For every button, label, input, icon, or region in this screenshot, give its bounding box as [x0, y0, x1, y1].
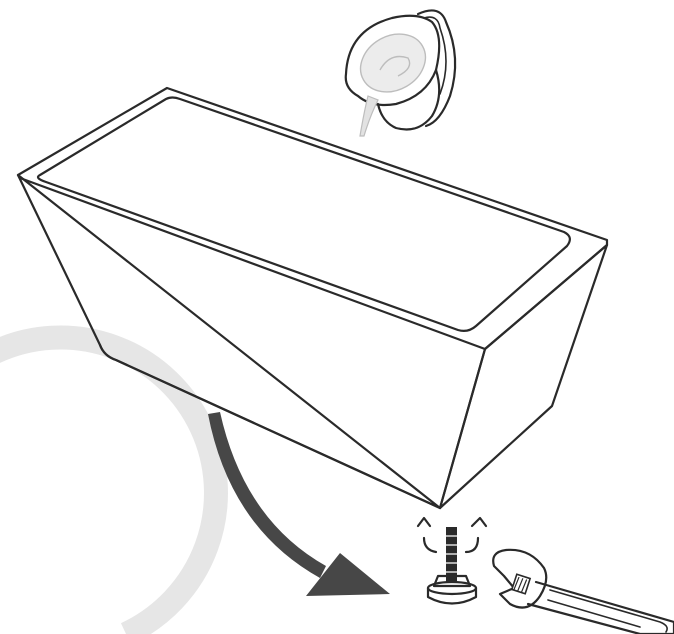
threaded-rod: [446, 527, 457, 583]
pitcher-handle: [416, 9, 457, 128]
bathtub-basin: [36, 96, 571, 332]
foot-base-top: [426, 580, 478, 596]
pitcher-water: [359, 33, 427, 93]
leveling-foot: [416, 516, 488, 605]
bathtub-bottom-edge: [98, 343, 442, 510]
wrench-head: [492, 548, 548, 609]
curved-arrow: [208, 412, 390, 596]
pitcher-water-swirl: [379, 55, 411, 77]
wrench-icon: [492, 548, 674, 634]
bathtub-corner-edge: [438, 347, 487, 510]
bathtub-rim: [16, 86, 609, 351]
background-arc: [0, 325, 228, 634]
curved-arrow-shaft: [208, 412, 326, 578]
bathtub: [16, 86, 609, 510]
foot-base-side: [426, 586, 478, 605]
pitcher-body: [376, 68, 441, 131]
wrench-handle: [526, 580, 674, 634]
curved-arrow-head: [306, 553, 390, 596]
pitcher-icon: [344, 9, 457, 137]
rotate-arrows-icon: [416, 516, 488, 554]
water-stream: [359, 95, 379, 137]
pitcher-handle-inner: [423, 16, 447, 95]
